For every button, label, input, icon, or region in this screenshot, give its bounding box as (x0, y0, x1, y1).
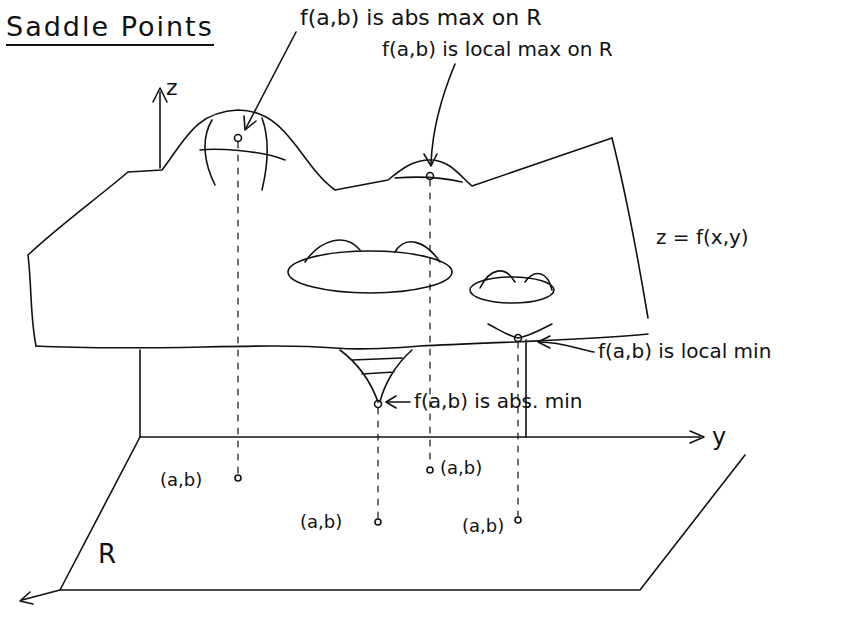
point (235, 135, 242, 142)
support-line (139, 350, 141, 437)
surface-back-edge (128, 110, 612, 190)
point (427, 173, 434, 180)
point (375, 519, 381, 525)
y-axis (140, 436, 700, 438)
point (235, 475, 241, 481)
annotation: f(a,b) is local min (598, 340, 771, 362)
axis-arrowhead (153, 88, 167, 102)
drop-line (237, 142, 238, 474)
point (515, 335, 522, 342)
z-axis (159, 92, 161, 168)
leader-arrow (246, 32, 296, 128)
arrowhead (538, 336, 550, 348)
title: Saddle Points (6, 12, 214, 46)
drop-line (377, 408, 378, 518)
point-label: (a,b) (440, 458, 482, 478)
funnel (340, 350, 412, 402)
point (375, 401, 382, 408)
surface-right-edge (612, 138, 648, 318)
leader-arrow (431, 64, 455, 164)
leader-arrow (388, 401, 410, 403)
point-label: (a,b) (462, 516, 504, 536)
arrowhead (424, 154, 437, 166)
axis-arrowhead (690, 431, 704, 443)
bowl-contour (305, 240, 552, 290)
drop-line (517, 342, 518, 516)
bowl-contour (288, 251, 452, 293)
drop-line (429, 180, 430, 466)
annotation: f(a,b) is abs. min (414, 390, 582, 412)
arrowhead (244, 116, 256, 130)
surface-front-edge (36, 334, 648, 349)
surface-label: z = f(x,y) (656, 226, 749, 248)
floor-plane (60, 437, 745, 590)
annotation: f(a,b) is abs max on R (300, 6, 541, 30)
point (427, 467, 433, 473)
annotation: f(a,b) is local max on R (382, 38, 613, 60)
point-label: (a,b) (160, 470, 202, 490)
surface-left-edge (28, 172, 128, 346)
axis-arrowhead (20, 592, 33, 604)
support-line (525, 340, 527, 437)
point-label: (a,b) (300, 512, 342, 532)
region-label: R (98, 540, 116, 569)
bowl-contour (470, 277, 554, 303)
point (515, 517, 521, 523)
axis-label: y (712, 424, 726, 450)
peak-contour (205, 118, 267, 190)
arrowhead (386, 396, 396, 408)
peak-contour (200, 149, 462, 182)
axis-label: z (166, 76, 178, 100)
